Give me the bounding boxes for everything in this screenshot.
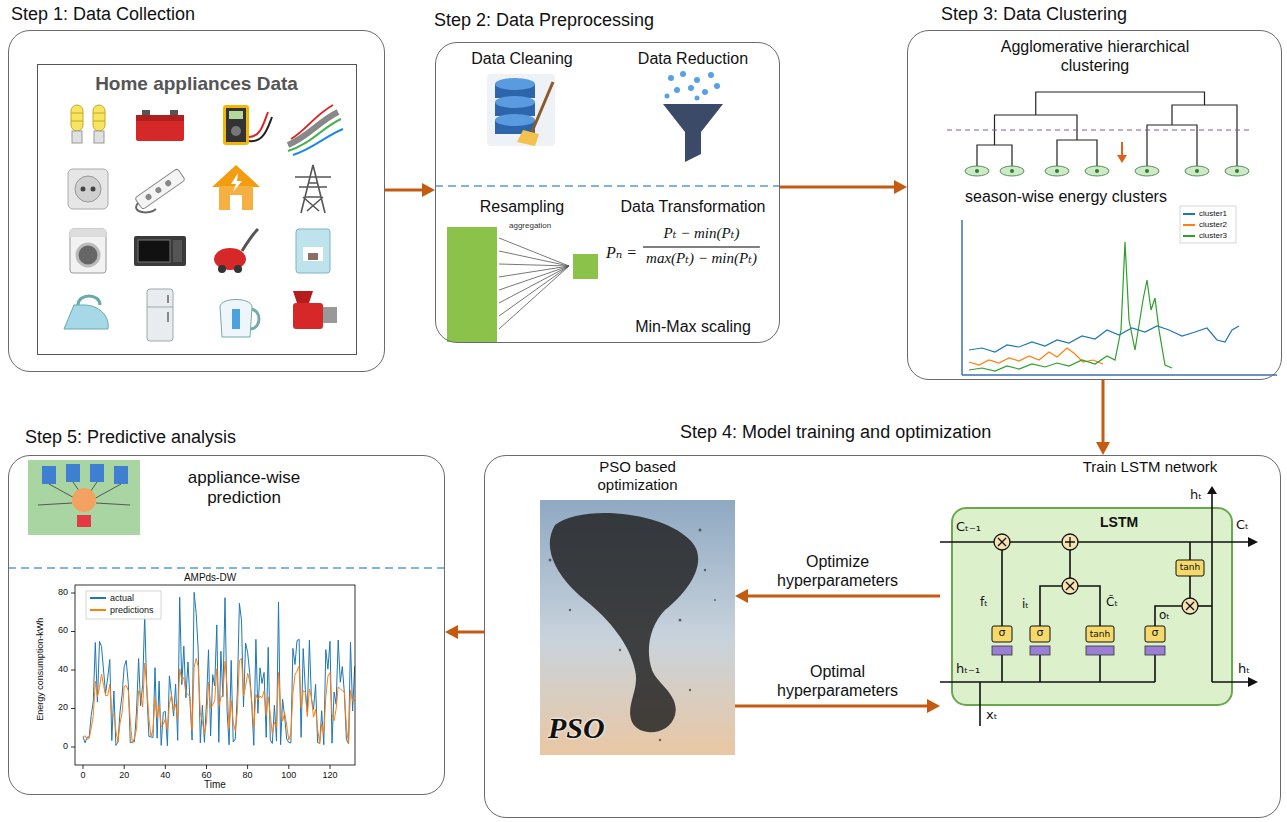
section-label: Data Reduction bbox=[608, 49, 778, 68]
tick-label: 0 bbox=[38, 741, 68, 751]
gate-label: σ bbox=[1145, 627, 1165, 640]
step-panel: Step 4: Model training and optimizationP… bbox=[484, 455, 1281, 818]
pso-swarm-image bbox=[540, 500, 735, 755]
step-panel: Step 3: Data ClusteringAgglomerative hie… bbox=[907, 30, 1282, 380]
image-caption: PSO bbox=[548, 710, 605, 746]
chart-title: AMPds-DW bbox=[155, 572, 265, 584]
section-label: Data Cleaning bbox=[436, 49, 608, 68]
edge-label: Optimal hyperparameters bbox=[763, 662, 913, 700]
axis-title: Energy consumption-kWh bbox=[35, 604, 45, 734]
legend-row: cluster1 bbox=[1183, 209, 1227, 219]
step-panel: Step 1: Data CollectionHome appliances D… bbox=[8, 30, 385, 372]
legend-row: predictions bbox=[90, 605, 154, 616]
legend-text: cluster1 bbox=[1199, 209, 1227, 219]
step-title: Step 1: Data Collection bbox=[11, 4, 195, 26]
tick-label: 20 bbox=[109, 770, 139, 780]
tick-label: 40 bbox=[150, 770, 180, 780]
tick-label: 40 bbox=[38, 664, 68, 674]
lstm-cell: Train LSTM networkLSTM bbox=[940, 486, 1260, 726]
formula-text: Pₜ − min(Pₜ) bbox=[643, 225, 760, 242]
gate-label: tanh bbox=[1176, 562, 1204, 572]
prediction-art bbox=[8, 460, 445, 769]
legend-text: predictions bbox=[110, 605, 154, 616]
legend-text: cluster2 bbox=[1199, 220, 1227, 230]
formula-text: max(Pₜ) − min(Pₜ) bbox=[643, 250, 760, 267]
step-title: Step 3: Data Clustering bbox=[941, 4, 1127, 26]
section-label: Agglomerative hierarchical clustering bbox=[980, 37, 1210, 75]
tick-label: 60 bbox=[38, 625, 68, 635]
appliance-icons bbox=[64, 105, 343, 341]
section-label: Resampling bbox=[436, 197, 608, 216]
gate-label: tanh bbox=[1086, 629, 1114, 639]
section-label: season-wise energy clusters bbox=[946, 187, 1186, 206]
legend-swatch bbox=[90, 597, 106, 599]
flow-arrow bbox=[735, 589, 940, 603]
tick-label: 100 bbox=[274, 770, 304, 780]
signal-name: iₜ bbox=[1022, 598, 1029, 612]
signal-name: C̃ₜ bbox=[1106, 596, 1118, 610]
tick-label: 80 bbox=[233, 770, 263, 780]
flow-arrow bbox=[735, 699, 940, 713]
signal-name: Cₜ₋₁ bbox=[956, 520, 981, 535]
tick-label: 60 bbox=[192, 770, 222, 780]
section-label: Train LSTM network bbox=[1050, 458, 1250, 476]
signal-name: oₜ bbox=[1159, 609, 1170, 623]
axis-title: Time bbox=[195, 779, 235, 791]
pso-image: PSO based optimizationPSO bbox=[540, 500, 735, 755]
cell-name: LSTM bbox=[1100, 514, 1138, 531]
step-title: Step 5: Predictive analysis bbox=[25, 427, 236, 449]
section-label: appliance-wise prediction bbox=[159, 468, 329, 509]
step-panel: Step 2: Data PreprocessingData CleaningD… bbox=[435, 42, 780, 343]
flow-arrow bbox=[385, 183, 435, 197]
flow-arrow bbox=[1096, 380, 1110, 455]
signal-name: hₜ bbox=[1238, 662, 1250, 677]
legend-text: actual bbox=[110, 593, 134, 604]
flow-arrow bbox=[445, 625, 484, 639]
tiny-label: aggregation bbox=[509, 221, 551, 230]
legend-swatch bbox=[1183, 235, 1195, 237]
gate-label: σ bbox=[992, 627, 1012, 640]
tick-label: 0 bbox=[68, 770, 98, 780]
formula-text: Pₙ = bbox=[606, 244, 637, 262]
legend-swatch bbox=[1183, 213, 1195, 215]
appliance-data-box: Home appliances Data bbox=[37, 64, 357, 355]
legend-text: cluster3 bbox=[1199, 231, 1227, 241]
section-label: Min-Max scaling bbox=[608, 317, 778, 336]
tick-label: 80 bbox=[38, 587, 68, 597]
signal-name: Cₜ bbox=[1236, 518, 1249, 533]
signal-name: fₜ bbox=[980, 596, 988, 610]
step-title: Step 4: Model training and optimization bbox=[680, 422, 991, 444]
legend-row: cluster3 bbox=[1183, 231, 1227, 241]
fraction-bar bbox=[643, 246, 760, 247]
legend-row: actual bbox=[90, 593, 134, 604]
clustering-art bbox=[947, 92, 1277, 375]
legend-row: cluster2 bbox=[1183, 220, 1227, 230]
tick-label: 20 bbox=[38, 702, 68, 712]
signal-name: xₜ bbox=[986, 708, 998, 723]
signal-name: hₜ₋₁ bbox=[956, 662, 980, 677]
gate-label: σ bbox=[1030, 627, 1050, 640]
lstm-cell-drawing bbox=[940, 486, 1258, 726]
section-label: PSO based optimization bbox=[580, 458, 695, 494]
tick-label: 120 bbox=[315, 770, 345, 780]
data-line bbox=[83, 658, 355, 743]
step-panel: Step 5: Predictive analysisappliance-wis… bbox=[8, 455, 445, 795]
edge-label: Optimize hyperparameters bbox=[763, 552, 913, 590]
box-title: Home appliances Data bbox=[38, 73, 355, 96]
preprocessing-art bbox=[435, 71, 780, 342]
legend-swatch bbox=[90, 609, 106, 611]
section-label: Data Transformation bbox=[608, 197, 778, 216]
signal-name: hₜ bbox=[1190, 488, 1202, 503]
flow-arrow bbox=[780, 180, 907, 194]
legend-swatch bbox=[1183, 224, 1195, 226]
step-title: Step 2: Data Preprocessing bbox=[434, 10, 654, 32]
